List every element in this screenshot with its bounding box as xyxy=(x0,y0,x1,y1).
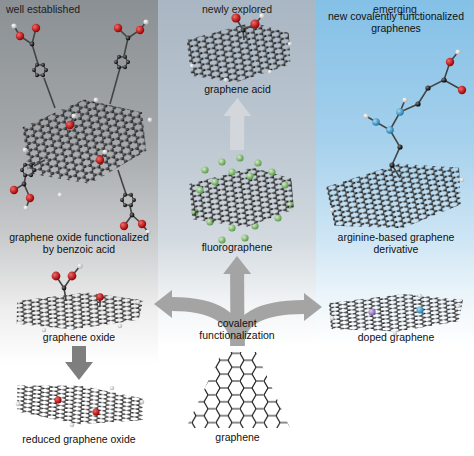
illustration-part xyxy=(23,205,28,210)
illustration-part xyxy=(96,156,104,164)
molecule-label: graphene acid xyxy=(204,83,271,95)
illustration-part xyxy=(138,220,146,228)
column-heading: well established xyxy=(6,3,152,16)
illustration-part xyxy=(18,318,23,323)
illustration-part xyxy=(32,24,40,32)
molecule-label: arginine-based graphene derivative xyxy=(322,231,470,255)
illustration-part xyxy=(236,154,243,161)
molecule-label: graphene xyxy=(215,431,259,443)
illustration-part xyxy=(330,316,335,321)
illustration-part xyxy=(224,78,229,83)
illustration-part xyxy=(136,300,141,305)
illustration-part xyxy=(418,294,423,299)
illustration-part xyxy=(148,118,153,123)
illustration-part xyxy=(268,70,273,75)
illustration-part xyxy=(110,386,115,391)
oxygen-atoms xyxy=(54,396,99,415)
illustration-part xyxy=(415,101,420,106)
illustration-part xyxy=(402,97,407,102)
illustration-part xyxy=(22,182,27,187)
illustration-part xyxy=(114,24,122,32)
illustration-part xyxy=(26,194,34,202)
illustration-part xyxy=(126,36,131,41)
carbon-atom xyxy=(241,28,246,33)
illustration-part xyxy=(58,193,63,198)
molecule-label: reduced graphene oxide xyxy=(22,433,135,445)
illustration-part xyxy=(77,263,83,269)
illustration-part xyxy=(143,19,148,24)
illustration-part xyxy=(458,86,466,94)
illustration-part xyxy=(211,178,218,185)
illustration-part xyxy=(118,324,123,329)
illustration-part xyxy=(363,113,368,118)
molecule-label: graphene oxide functionalized by benzoic… xyxy=(4,231,154,255)
illustration-part xyxy=(130,213,135,218)
illustration-part xyxy=(397,144,402,149)
illustration-part xyxy=(372,118,380,126)
illustration-part xyxy=(460,178,465,183)
illustration-part xyxy=(288,42,293,47)
illustration-part xyxy=(396,108,404,116)
illustration-part xyxy=(136,26,144,34)
illustration-part xyxy=(228,168,235,175)
molecule-label: fluorographene xyxy=(202,241,273,253)
illustration-part xyxy=(66,121,74,129)
arrow-label: covalent functionalization xyxy=(193,317,281,341)
dopant-atom xyxy=(368,308,375,315)
illustration-part xyxy=(254,159,261,166)
molecule-label: graphene oxide xyxy=(43,331,115,343)
illustration-part xyxy=(201,166,208,173)
illustration-part xyxy=(23,148,28,153)
illustration-part xyxy=(54,396,61,403)
illustration-part xyxy=(281,181,288,188)
illustration-part xyxy=(190,64,195,69)
illustration-part xyxy=(68,272,77,281)
illustration-part xyxy=(16,402,21,407)
illustration-part xyxy=(446,58,454,66)
illustration-part xyxy=(389,162,394,167)
illustration-part xyxy=(455,49,460,54)
illustration-part xyxy=(241,234,248,241)
illustration-part xyxy=(52,272,61,281)
dopant-atom xyxy=(416,306,423,313)
illustration-part xyxy=(250,19,259,28)
process-arrow xyxy=(72,346,86,362)
section-note: new covalently functionalized graphenes xyxy=(322,10,470,34)
illustration-part xyxy=(70,423,75,428)
illustration-part xyxy=(94,98,99,103)
column-band: emergingarginine-based graphene derivati… xyxy=(316,0,474,456)
carbon-atom xyxy=(62,286,67,291)
illustration-part xyxy=(246,172,253,179)
illustration-part xyxy=(456,304,461,309)
illustration-part xyxy=(218,158,225,165)
illustration-part xyxy=(96,293,104,301)
illustration-part xyxy=(120,222,128,230)
illustration-part xyxy=(16,32,24,40)
column-heading: newly explored xyxy=(164,3,310,16)
illustration-part xyxy=(196,186,203,193)
illustration-part xyxy=(30,42,35,47)
illustration-part xyxy=(10,186,18,194)
illustration-part xyxy=(11,23,16,28)
molecule-label: doped graphene xyxy=(358,331,435,343)
process-arrow xyxy=(230,116,244,150)
illustration-part xyxy=(71,113,76,118)
illustration-part xyxy=(386,126,394,134)
illustration-part xyxy=(425,85,430,90)
illustration-part xyxy=(268,168,275,175)
illustration-part xyxy=(441,77,446,82)
illustration-part xyxy=(330,208,335,213)
illustration-part xyxy=(92,408,99,415)
illustration-part xyxy=(102,149,107,154)
illustration-part xyxy=(140,400,145,405)
